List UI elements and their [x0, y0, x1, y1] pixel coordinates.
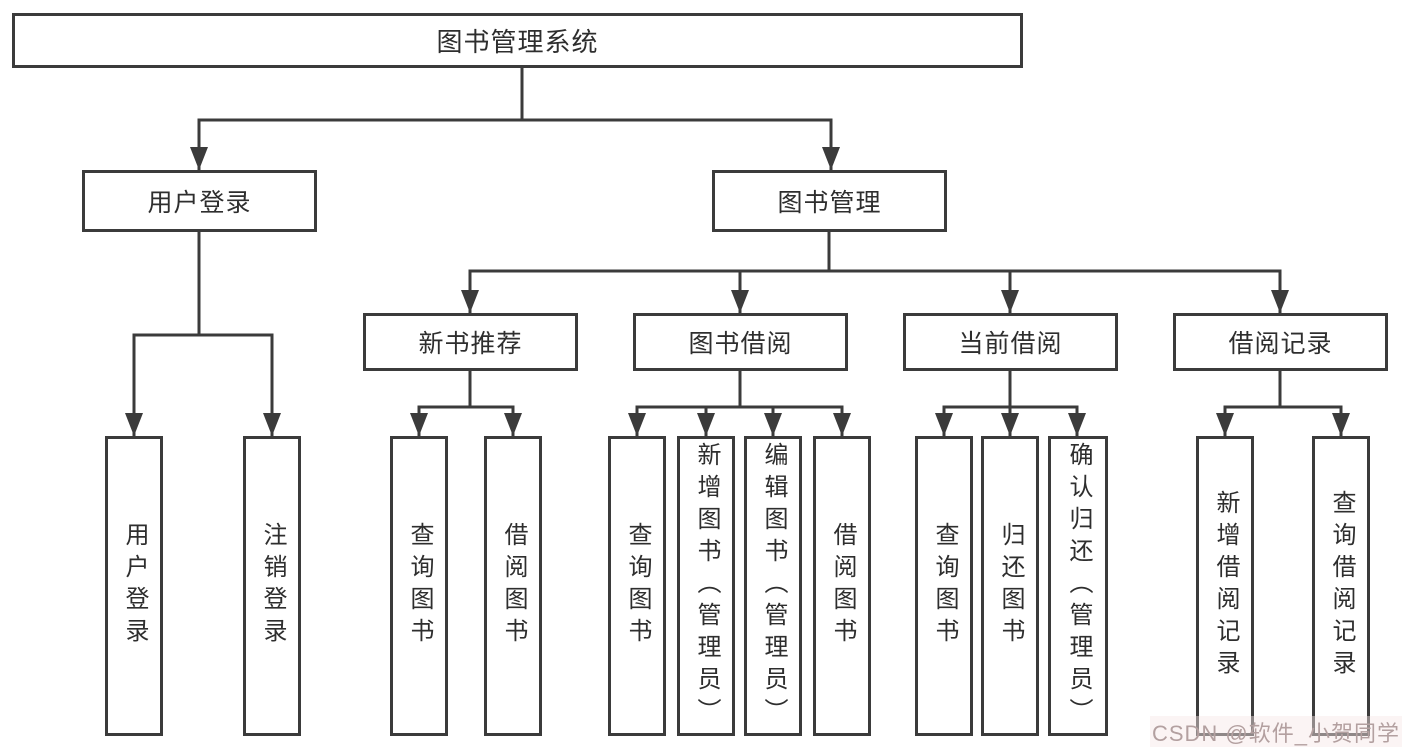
node-return-books-label: 归还图书 [997, 522, 1024, 650]
node-query-borrow-record-label: 查询借阅记录 [1328, 490, 1355, 682]
node-query-books-recommend: 查询图书 [390, 436, 448, 736]
node-query-books-current-label: 查询图书 [931, 522, 958, 650]
node-query-books-current: 查询图书 [915, 436, 973, 736]
node-return-books: 归还图书 [981, 436, 1039, 736]
node-query-books-borrowing-label: 查询图书 [624, 522, 651, 650]
node-user-login: 用户登录 [82, 170, 317, 232]
node-confirm-return-admin-label: 确认归还（管理员） [1065, 442, 1092, 730]
node-logout: 注销登录 [243, 436, 301, 736]
node-root: 图书管理系统 [12, 13, 1023, 68]
node-borrow-records: 借阅记录 [1173, 313, 1388, 371]
node-new-book-recommend: 新书推荐 [363, 313, 578, 371]
node-borrow-books-label: 借阅图书 [829, 522, 856, 650]
node-add-borrow-record-label: 新增借阅记录 [1212, 490, 1239, 682]
node-book-management: 图书管理 [712, 170, 947, 232]
node-query-borrow-record: 查询借阅记录 [1312, 436, 1370, 736]
node-borrow-books: 借阅图书 [813, 436, 871, 736]
connector-paths [132, 68, 1343, 436]
node-add-borrow-record: 新增借阅记录 [1196, 436, 1254, 736]
node-query-books-recommend-label: 查询图书 [406, 522, 433, 650]
csdn-watermark: CSDN @软件_小贺同学 [1149, 716, 1402, 747]
node-borrow-books-recommend: 借阅图书 [484, 436, 542, 736]
node-login: 用户登录 [105, 436, 163, 736]
node-edit-books-admin: 编辑图书（管理员） [744, 436, 802, 736]
node-query-books-borrowing: 查询图书 [608, 436, 666, 736]
node-current-borrowing: 当前借阅 [903, 313, 1118, 371]
node-book-borrowing: 图书借阅 [633, 313, 848, 371]
node-add-books-admin: 新增图书（管理员） [677, 436, 735, 736]
node-add-books-admin-label: 新增图书（管理员） [693, 442, 720, 730]
node-edit-books-admin-label: 编辑图书（管理员） [760, 442, 787, 730]
node-borrow-books-recommend-label: 借阅图书 [500, 522, 527, 650]
node-logout-label: 注销登录 [259, 522, 286, 650]
node-login-label: 用户登录 [121, 522, 148, 650]
node-confirm-return-admin: 确认归还（管理员） [1048, 436, 1108, 736]
